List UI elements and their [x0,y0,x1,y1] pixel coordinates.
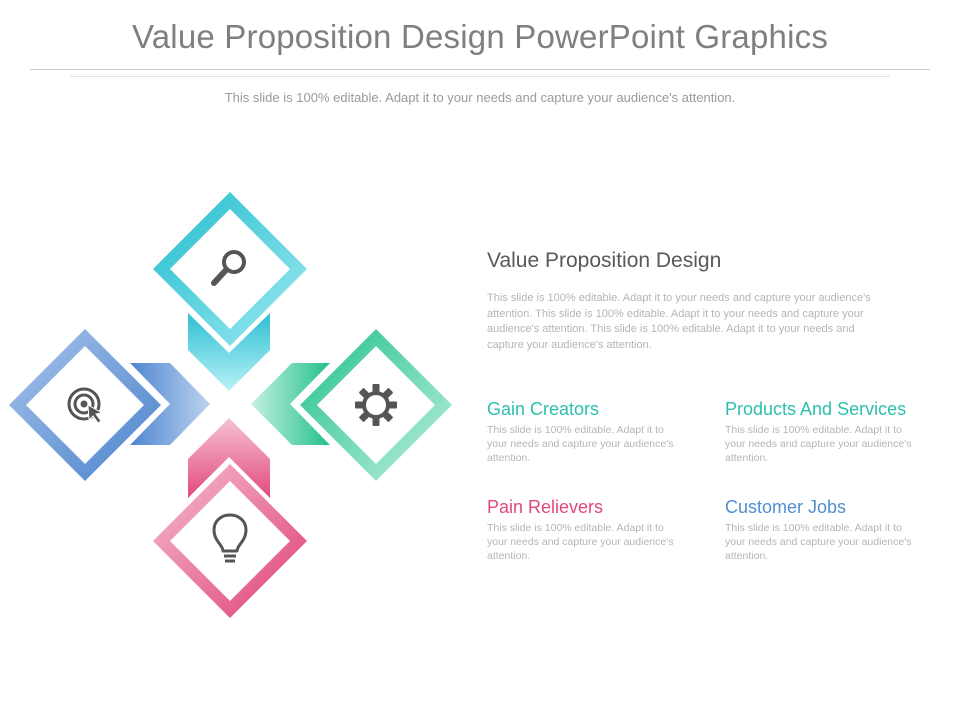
item-products-and-services: Products And Services This slide is 100%… [725,398,955,465]
bottom-arrow [188,418,270,498]
title-divider-secondary [70,76,890,77]
title-divider [30,69,930,70]
item-title: Customer Jobs [725,497,847,517]
right-arrow [251,363,330,445]
item-title: Pain Relievers [487,497,604,517]
top-arrow [188,313,270,391]
item-text: This slide is 100% editable. Adapt it to… [725,424,912,464]
item-title: Gain Creators [487,399,600,419]
slide-title: Value Proposition Design PowerPoint Grap… [131,18,829,55]
item-gain-creators: Gain Creators This slide is 100% editabl… [487,398,717,465]
item-pain-relievers: Pain Relievers This slide is 100% editab… [487,496,717,563]
magnifier-icon [211,250,246,286]
item-text: This slide is 100% editable. Adapt it to… [487,424,674,464]
target-icon [67,387,104,424]
item-customer-jobs: Customer Jobs This slide is 100% editabl… [725,496,955,563]
slide-subtitle: This slide is 100% editable. Adapt it to… [224,90,736,105]
section-heading: Value Proposition Design [487,249,722,272]
bottom-diamond [153,464,307,618]
diamond-arrow-diagram [9,192,452,618]
left-arrow [130,363,210,445]
item-title: Products And Services [725,399,907,419]
section-body: This slide is 100% editable. Adapt it to… [487,292,871,351]
lightbulb-icon [212,513,248,563]
item-text: This slide is 100% editable. Adapt it to… [487,522,674,562]
gear-icon [355,384,397,426]
item-text: This slide is 100% editable. Adapt it to… [725,522,912,562]
